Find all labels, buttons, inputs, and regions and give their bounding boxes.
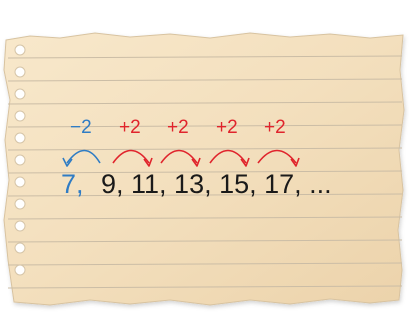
binder-hole <box>15 67 25 77</box>
op-label-minus-2: −2 <box>70 117 92 139</box>
op-label-plus-2: +2 <box>216 117 238 139</box>
binder-hole <box>15 45 25 55</box>
binder-hole <box>15 265 25 275</box>
binder-hole <box>15 133 25 143</box>
binder-hole <box>15 199 25 209</box>
sequence-first-term: 7, <box>61 168 84 200</box>
op-label-plus-2: +2 <box>264 117 286 139</box>
binder-hole <box>15 221 25 231</box>
binder-hole <box>15 89 25 99</box>
op-label-plus-2: +2 <box>119 117 141 139</box>
op-label-plus-2: +2 <box>167 117 189 139</box>
binder-hole <box>15 243 25 253</box>
sequence-rest-terms: 9, 11, 13, 15, 17, ... <box>101 168 332 200</box>
binder-hole <box>15 177 25 187</box>
binder-hole <box>15 155 25 165</box>
binder-hole <box>15 111 25 121</box>
